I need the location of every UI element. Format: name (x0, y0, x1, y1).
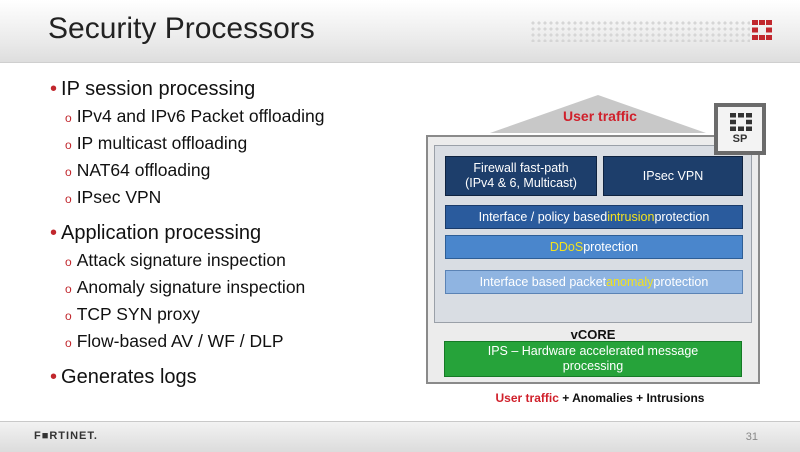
sub-bullet-item: o IPv4 and IPv6 Packet offloading (50, 103, 420, 130)
firewall-line-1: Firewall fast-path (473, 161, 569, 175)
anomaly-highlight: anomaly (606, 275, 654, 289)
bottom-user-traffic: User traffic (495, 391, 559, 405)
ips-line-2: processing (562, 359, 624, 373)
ddos-text-post: protection (583, 240, 639, 254)
sub-bullet-label: Attack signature inspection (76, 250, 286, 270)
bullet-label: Generates logs (61, 366, 197, 388)
fortinet-logo-icon (730, 113, 752, 131)
anomaly-text-post: protection (653, 275, 709, 289)
sub-bullet-label: Flow-based AV / WF / DLP (76, 331, 284, 351)
bullet-item: •Application processing (50, 219, 420, 247)
sub-bullet-marker: o (65, 192, 72, 206)
slide-title: Security Processors (48, 12, 315, 45)
bullet-item: •Generates logs (50, 363, 420, 391)
up-arrow-icon (490, 95, 706, 133)
sub-bullet-marker: o (65, 336, 72, 350)
bullet-dot: • (50, 222, 58, 244)
sub-bullet-label: TCP SYN proxy (76, 304, 200, 324)
sub-bullet-label: IPv4 and IPv6 Packet offloading (76, 106, 325, 126)
ips-box-text: IPS – Hardware accelerated message proce… (488, 344, 699, 374)
bottom-traffic-caption: User traffic + Anomalies + Intrusions (420, 391, 780, 405)
bullet-label: IP session processing (61, 78, 256, 100)
sub-bullet-item: o NAT64 offloading (50, 157, 420, 184)
user-traffic-label: User traffic (563, 108, 637, 124)
spacer (50, 355, 420, 363)
anomaly-text-pre: Interface based packet (479, 275, 607, 289)
sub-bullet-label: NAT64 offloading (76, 160, 211, 180)
ddos-highlight: DDoS (549, 240, 584, 254)
slide-footer: F■RTINET. 31 (0, 421, 800, 452)
sub-bullet-label: IPsec VPN (76, 187, 162, 207)
sub-bullet-item: o IPsec VPN (50, 184, 420, 211)
intrusion-protection-box: Interface / policy based intrusion prote… (445, 205, 743, 229)
sub-bullet-marker: o (65, 282, 72, 296)
sub-bullet-marker: o (65, 138, 72, 152)
page-number: 31 (745, 431, 758, 443)
sub-bullet-marker: o (65, 255, 72, 269)
anomaly-protection-box: Interface based packet anomaly protectio… (445, 270, 743, 294)
sp-badge: SP (714, 103, 766, 155)
sub-bullet-marker: o (65, 111, 72, 125)
sub-bullet-item: o Flow-based AV / WF / DLP (50, 328, 420, 355)
decorative-dot-pattern (530, 20, 750, 42)
sub-bullet-item: o Anomaly signature inspection (50, 274, 420, 301)
intrusion-text-post: protection (654, 210, 710, 224)
sub-bullet-label: IP multicast offloading (76, 133, 248, 153)
bullet-label: Application processing (61, 222, 262, 244)
bottom-anomalies-intrusions: + Anomalies + Intrusions (558, 391, 705, 405)
intrusion-highlight: intrusion (607, 210, 655, 224)
ipsec-vpn-box: IPsec VPN (603, 156, 743, 196)
spacer (50, 211, 420, 219)
sp-chip-outline: Firewall fast-path (IPv4 & 6, Multicast)… (426, 135, 760, 384)
sub-bullet-item: o TCP SYN proxy (50, 301, 420, 328)
ips-line-1: IPS – Hardware accelerated message (487, 344, 699, 358)
bullet-dot: • (50, 78, 58, 100)
ips-box: IPS – Hardware accelerated message proce… (444, 341, 742, 377)
intrusion-text-pre: Interface / policy based (478, 210, 608, 224)
sub-bullet-marker: o (65, 309, 72, 323)
brand-wordmark: F■RTINET. (34, 430, 98, 442)
ddos-protection-box: DDoS protection (445, 235, 743, 259)
sub-bullet-item: o IP multicast offloading (50, 130, 420, 157)
bullet-item: •IP session processing (50, 75, 420, 103)
firewall-fast-path-box: Firewall fast-path (IPv4 & 6, Multicast) (445, 156, 597, 196)
firewall-box-text: Firewall fast-path (IPv4 & 6, Multicast) (465, 161, 577, 191)
security-processor-diagram: User traffic Firewall fast-path (IPv4 & … (420, 95, 780, 415)
fortinet-logo-icon (752, 20, 772, 40)
vcore-area: Firewall fast-path (IPv4 & 6, Multicast)… (434, 145, 752, 323)
firewall-line-2: (IPv4 & 6, Multicast) (465, 176, 577, 190)
sub-bullet-label: Anomaly signature inspection (76, 277, 306, 297)
sub-bullet-item: o Attack signature inspection (50, 247, 420, 274)
bullet-dot: • (50, 366, 58, 388)
vcore-label: vCORE (570, 327, 616, 342)
slide-header: Security Processors (0, 0, 800, 63)
sp-label: SP (732, 133, 748, 145)
sub-bullet-marker: o (65, 165, 72, 179)
